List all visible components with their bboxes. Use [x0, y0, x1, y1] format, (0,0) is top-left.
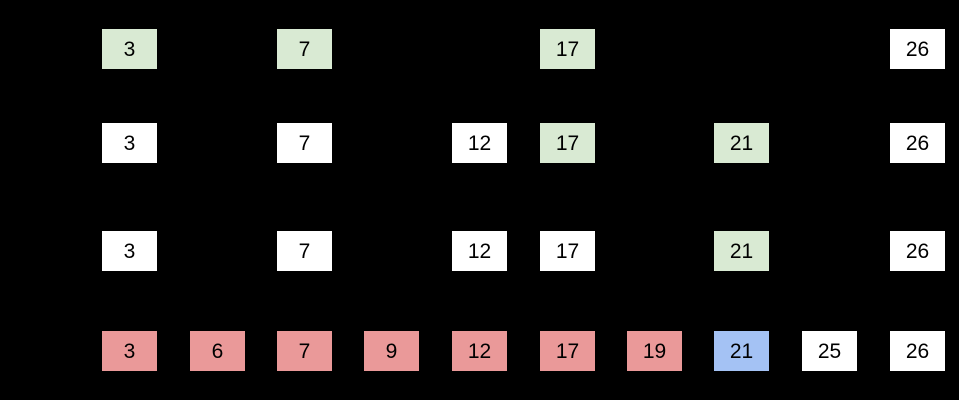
skiplist-node-row-2-value-17: 17 — [540, 123, 595, 163]
skiplist-node-row-4-value-19: 19 — [627, 331, 682, 371]
skiplist-node-row-4-value-9: 9 — [364, 331, 419, 371]
skiplist-node-row-3-value-7: 7 — [277, 231, 332, 271]
skiplist-node-row-1-value-17: 17 — [540, 29, 595, 69]
skiplist-node-row-2-value-21: 21 — [714, 123, 769, 163]
skiplist-node-row-3-value-12: 12 — [452, 231, 507, 271]
skiplist-node-row-2-value-26: 26 — [890, 123, 945, 163]
skiplist-node-row-1-value-7: 7 — [277, 29, 332, 69]
skiplist-node-row-3-value-21: 21 — [714, 231, 769, 271]
skiplist-node-row-4-value-25: 25 — [802, 331, 857, 371]
skiplist-node-row-2-value-3: 3 — [102, 123, 157, 163]
skiplist-node-row-4-value-26: 26 — [890, 331, 945, 371]
skiplist-node-row-4-value-7: 7 — [277, 331, 332, 371]
skiplist-node-row-3-value-3: 3 — [102, 231, 157, 271]
skiplist-node-row-3-value-26: 26 — [890, 231, 945, 271]
skiplist-node-row-2-value-12: 12 — [452, 123, 507, 163]
skiplist-node-row-4-value-12: 12 — [452, 331, 507, 371]
skiplist-node-row-2-value-7: 7 — [277, 123, 332, 163]
skiplist-node-row-1-value-26: 26 — [890, 29, 945, 69]
skiplist-node-row-4-value-6: 6 — [190, 331, 245, 371]
skiplist-node-row-4-value-3: 3 — [102, 331, 157, 371]
skiplist-node-row-4-value-21: 21 — [714, 331, 769, 371]
skiplist-node-row-1-value-3: 3 — [102, 29, 157, 69]
skiplist-node-row-4-value-17: 17 — [540, 331, 595, 371]
skiplist-node-row-3-value-17: 17 — [540, 231, 595, 271]
